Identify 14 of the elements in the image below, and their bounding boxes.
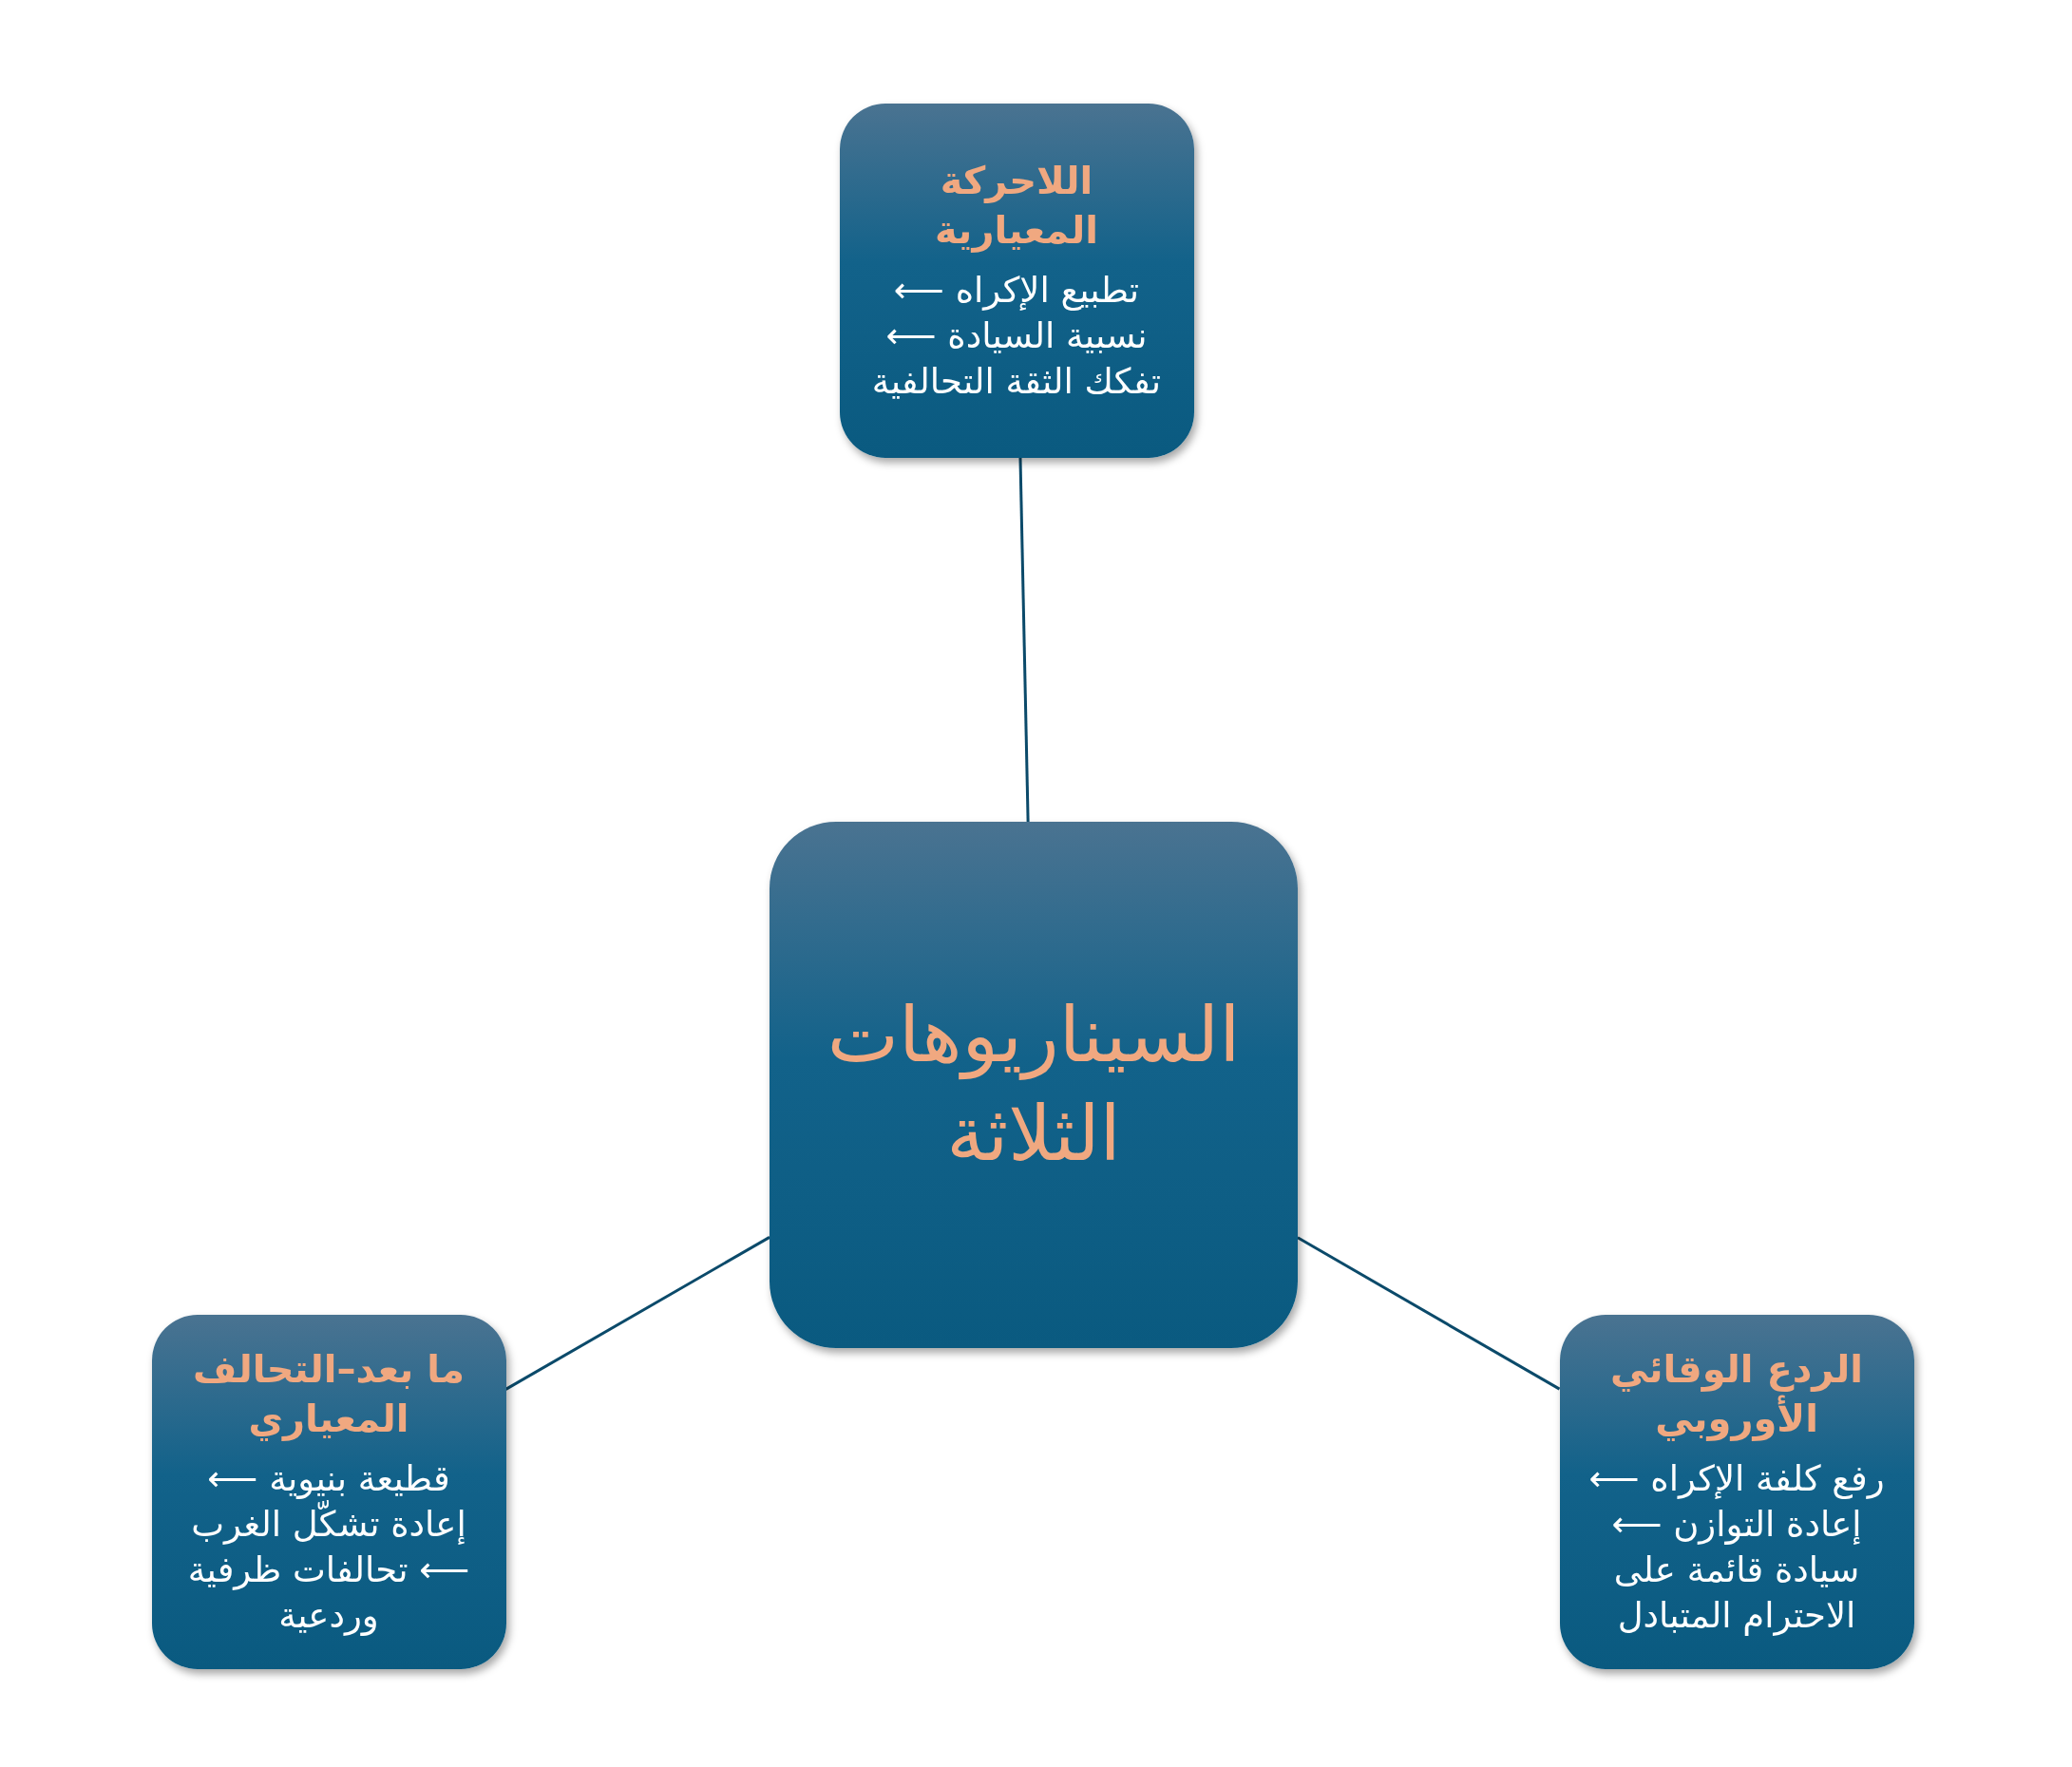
- scenario-description: قطيعة بنيوية ⟵ إعادة تشكّل الغرب ⟵ تحالفات ظرفية وردعية: [186, 1457, 471, 1638]
- central-label: السيناريوهات الثلاثة: [826, 990, 1242, 1180]
- connector-line: [504, 1236, 770, 1391]
- connector-line: [1297, 1236, 1561, 1391]
- scenario-box: [1559, 1314, 1914, 1669]
- scenario-description: تطبيع الإكراه ⟵ نسبية السيادة ⟵ تفكك الثقة التحالفية: [870, 269, 1163, 404]
- title-box: [770, 822, 1298, 1348]
- scenario-title: الردع الوقائي الأوروبي: [1609, 1346, 1864, 1443]
- connector-line: [1018, 457, 1030, 823]
- scenario-title: اللاحركة المعيارية: [934, 158, 1099, 255]
- scenario-title: ما بعد–التحالف المعياري: [192, 1346, 466, 1443]
- scenario-box: [839, 103, 1194, 458]
- scenario-box: [151, 1314, 506, 1669]
- scenario-description: رفع كلفة الإكراه ⟵ إعادة التوازن ⟵ سيادة قائمة على الاحترام المتبادل: [1587, 1457, 1886, 1638]
